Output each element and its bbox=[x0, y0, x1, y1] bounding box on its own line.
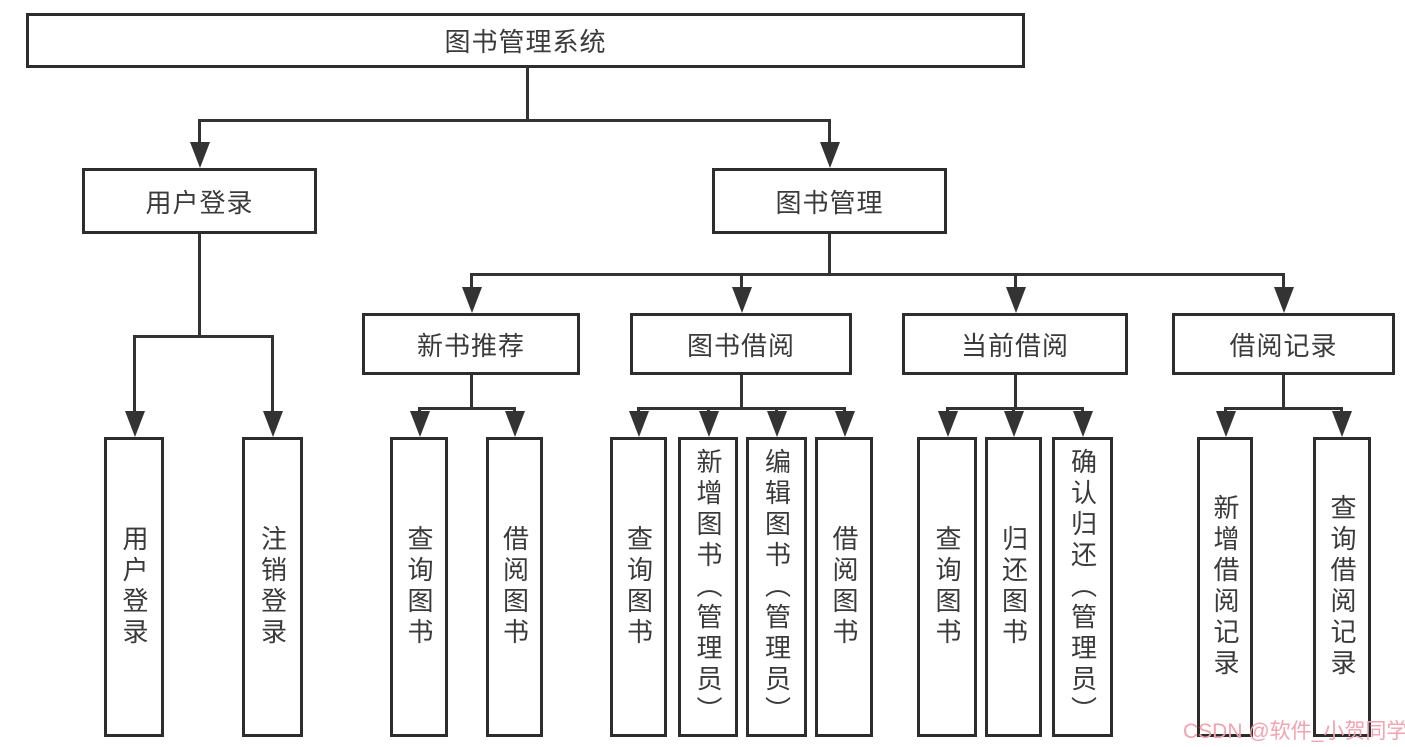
connector-line bbox=[470, 273, 1284, 276]
leaf-logout-label: 注销登录 bbox=[257, 525, 288, 649]
leaf-query-books-2: 查询图书 bbox=[610, 437, 667, 737]
connector-line bbox=[828, 234, 831, 273]
leaf-add-books-admin-label: 新增图书（管理员） bbox=[693, 447, 723, 727]
leaf-user-login: 用户登录 bbox=[104, 437, 164, 737]
node-user-login: 用户登录 bbox=[82, 168, 317, 234]
arrow-down-icon bbox=[1005, 273, 1026, 313]
arrow-down-icon bbox=[1331, 407, 1352, 437]
leaf-query-books-3: 查询图书 bbox=[917, 437, 977, 737]
leaf-query-books-3-label: 查询图书 bbox=[932, 525, 962, 649]
arrow-down-icon bbox=[628, 407, 649, 437]
leaf-query-books-1: 查询图书 bbox=[390, 437, 448, 737]
node-borrow-record: 借阅记录 bbox=[1172, 313, 1395, 375]
connector-line bbox=[740, 375, 743, 407]
node-book-management: 图书管理 bbox=[712, 168, 947, 234]
leaf-add-books-admin: 新增图书（管理员） bbox=[678, 437, 738, 737]
leaf-query-books-2-label: 查询图书 bbox=[623, 525, 654, 649]
arrow-down-icon bbox=[819, 119, 840, 168]
arrow-down-icon bbox=[937, 407, 958, 437]
csdn-watermark: CSDN @软件_小贺同学 bbox=[1183, 720, 1405, 743]
connector-line bbox=[133, 335, 273, 338]
arrow-down-icon bbox=[504, 407, 525, 437]
leaf-edit-books-admin: 编辑图书（管理员） bbox=[746, 437, 807, 737]
node-book-borrow-label: 图书借阅 bbox=[686, 330, 795, 361]
leaf-query-books-1-label: 查询图书 bbox=[404, 525, 434, 649]
leaf-edit-books-admin-label: 编辑图书（管理员） bbox=[761, 447, 792, 727]
arrow-down-icon bbox=[698, 407, 719, 437]
leaf-borrow-books-1-label: 借阅图书 bbox=[499, 525, 530, 649]
leaf-return-books: 归还图书 bbox=[985, 437, 1042, 737]
arrow-down-icon bbox=[834, 407, 855, 437]
arrow-down-icon bbox=[409, 407, 430, 437]
arrow-down-icon bbox=[262, 335, 283, 437]
arrow-down-icon bbox=[124, 335, 145, 437]
node-root-label: 图书管理系统 bbox=[444, 27, 607, 57]
connector-line bbox=[1224, 407, 1342, 410]
connector-line bbox=[1014, 375, 1017, 407]
node-current-borrow: 当前借阅 bbox=[902, 313, 1128, 375]
leaf-add-borrow-record: 新增借阅记录 bbox=[1197, 437, 1253, 737]
arrow-down-icon bbox=[1072, 407, 1093, 437]
leaf-logout: 注销登录 bbox=[242, 437, 303, 737]
connector-line bbox=[470, 375, 473, 407]
leaf-confirm-return-admin-label: 确认归还（管理员） bbox=[1067, 447, 1098, 727]
arrow-down-icon bbox=[731, 273, 752, 313]
node-new-book-recommend-label: 新书推荐 bbox=[416, 330, 525, 361]
connector-line bbox=[418, 407, 516, 410]
connector-line bbox=[1282, 375, 1285, 407]
leaf-confirm-return-admin: 确认归还（管理员） bbox=[1052, 437, 1113, 737]
connector-line bbox=[198, 234, 201, 335]
arrow-down-icon bbox=[189, 119, 210, 168]
node-root: 图书管理系统 bbox=[26, 13, 1025, 68]
leaf-add-borrow-record-label: 新增借阅记录 bbox=[1210, 494, 1240, 680]
node-user-login-label: 用户登录 bbox=[145, 187, 254, 218]
arrow-down-icon bbox=[766, 407, 787, 437]
arrow-down-icon bbox=[1003, 407, 1024, 437]
node-book-borrow: 图书借阅 bbox=[630, 313, 852, 375]
leaf-return-books-label: 归还图书 bbox=[998, 525, 1029, 649]
leaf-query-borrow-record: 查询借阅记录 bbox=[1313, 437, 1371, 737]
node-borrow-record-label: 借阅记录 bbox=[1229, 330, 1338, 361]
leaf-borrow-books-1: 借阅图书 bbox=[486, 437, 543, 737]
leaf-query-borrow-record-label: 查询借阅记录 bbox=[1327, 494, 1357, 680]
connector-line bbox=[198, 119, 831, 122]
node-new-book-recommend: 新书推荐 bbox=[362, 313, 580, 375]
leaf-user-login-label: 用户登录 bbox=[119, 525, 149, 649]
node-book-management-label: 图书管理 bbox=[775, 187, 884, 218]
connector-line bbox=[637, 407, 845, 410]
leaf-borrow-books-2-label: 借阅图书 bbox=[829, 525, 859, 649]
node-current-borrow-label: 当前借阅 bbox=[960, 330, 1069, 361]
leaf-borrow-books-2: 借阅图书 bbox=[815, 437, 873, 737]
connector-line bbox=[526, 66, 529, 119]
arrow-down-icon bbox=[1273, 273, 1294, 313]
arrow-down-icon bbox=[1215, 407, 1236, 437]
arrow-down-icon bbox=[461, 273, 482, 313]
